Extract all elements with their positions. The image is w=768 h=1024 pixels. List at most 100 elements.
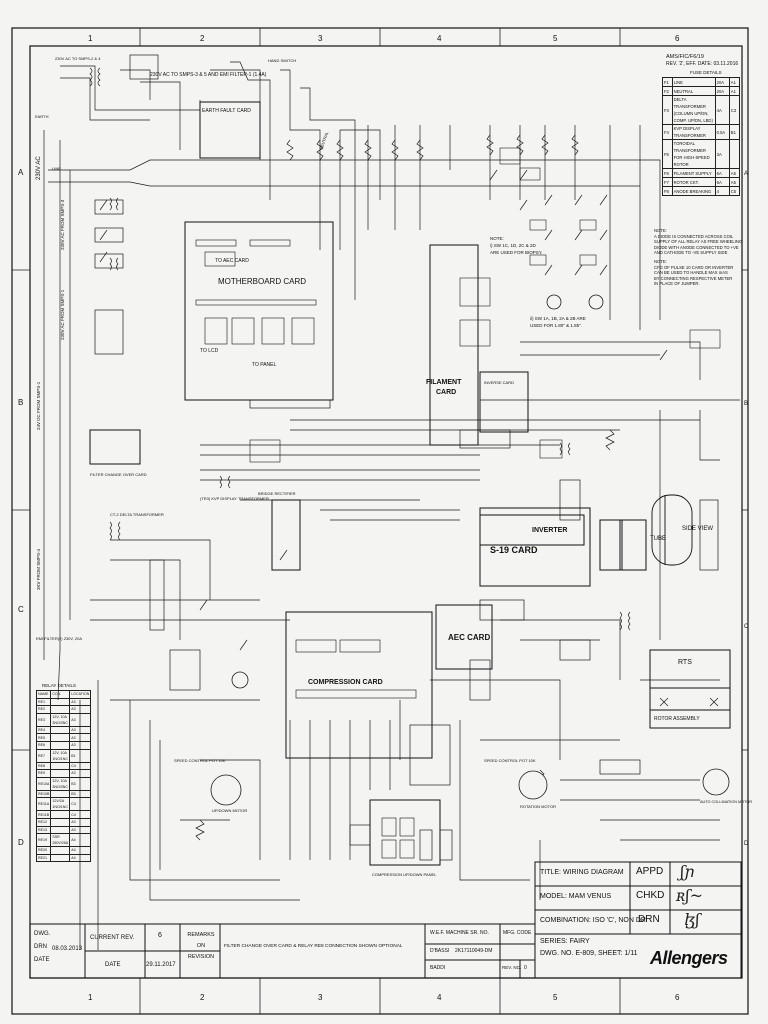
date-label: DATE — [105, 962, 121, 968]
rts-details — [659, 697, 719, 707]
rev-no-value: 0 — [524, 965, 527, 971]
block-labels: EARTH FAULT CARD TO AEC CARD MOTHERBOARD… — [90, 108, 752, 877]
relay-cell: A3 — [69, 697, 92, 707]
relay-cell — [50, 740, 71, 750]
current-rev-label: CURRENT REV. — [90, 935, 135, 941]
relay-cell: RE11A — [35, 797, 52, 812]
svg-text:i) SW 1C, 1D, 2C & 2D: i) SW 1C, 1D, 2C & 2D — [490, 243, 537, 248]
fuse-cell: KVP DISPLAY TRANSFORMER — [671, 124, 716, 140]
s19-label: S-19 CARD — [490, 545, 538, 555]
fuse-cell: LINE — [671, 77, 716, 87]
ht-block — [599, 519, 623, 571]
fuse-cell: F6 — [662, 168, 673, 178]
note-line: NOTE: — [654, 258, 667, 264]
inverse-card-box — [479, 371, 529, 433]
relay-cell: RE7 — [35, 748, 52, 763]
col-label-top: 2 — [200, 34, 205, 43]
side-view-label: SIDE VIEW — [682, 526, 713, 532]
relay-cell: C4 — [69, 810, 92, 819]
rev-eff-date: REV. '2', EFF. DATE: 03.11.2016 — [666, 61, 739, 67]
lamp-icon — [588, 294, 604, 310]
rts-block — [649, 649, 731, 711]
relay-cell: A3 — [69, 712, 92, 727]
relay-cell: A3 — [69, 733, 92, 742]
delta-label: CT-2 DELTA TRANSFORMER — [110, 512, 164, 517]
relay-cell — [50, 846, 71, 855]
note-line: SUPPLY OF ALL RELAY AS FREE WHEELING — [654, 239, 743, 245]
relay-cell: RE10B — [35, 789, 52, 799]
relay-cell: B3 — [69, 776, 92, 791]
relay-cell: A4 — [69, 833, 92, 848]
col-label-bottom: 2 — [200, 993, 205, 1002]
relay-cell — [50, 705, 71, 714]
rev-date: 29.11.2017 — [146, 962, 176, 968]
row-label-right: D — [744, 841, 749, 847]
appd-label: APPD — [636, 866, 664, 877]
wires — [43, 61, 740, 950]
signature-appd: ʃɲ — [680, 862, 695, 881]
col-label-top: 5 — [553, 34, 558, 43]
note-line: DIODE WITH ANODE CONNECTED TO +VE — [654, 244, 739, 250]
relay-cell — [50, 853, 71, 863]
relay-cell: RE12 — [35, 817, 52, 827]
svg-text:LINE: LINE — [52, 166, 61, 171]
svg-text:ARE USED FOR BIOPSY.: ARE USED FOR BIOPSY. — [490, 250, 542, 255]
rotation-motor-icon — [518, 770, 548, 800]
svg-text:NOTE:: NOTE: — [490, 236, 504, 241]
relay-cell: RE13 — [35, 825, 52, 835]
relay-cell: 12V, 10A 3NO/3NC — [50, 712, 71, 727]
relay-header-cell: COIL — [50, 690, 71, 699]
fuse-cell: A1 — [728, 86, 741, 96]
svg-text:NEUTRAL: NEUTRAL — [318, 130, 329, 150]
fuse-table-title: FUSE DETAILS — [690, 70, 722, 75]
drn-label: DRN — [638, 914, 660, 925]
motherboard-label: MOTHERBOARD CARD — [218, 277, 306, 286]
filament-card-box — [429, 244, 479, 446]
row-label-right: A — [744, 171, 748, 177]
relay-cell: RE20 — [35, 846, 52, 855]
fuse-cell: F2 — [662, 86, 673, 96]
fuse-cell: F1 — [662, 77, 673, 87]
col-label-bottom: 3 — [318, 993, 323, 1002]
svg-text:USED FOR 1.80" & 1.85".: USED FOR 1.80" & 1.85". — [530, 323, 582, 328]
compression-updown-panel — [369, 799, 441, 866]
relay-cell — [50, 817, 71, 827]
relay-cell: RE19 — [35, 833, 52, 848]
fuse-cell: TOROIDAL TRANSFORMER FOR HIGH-SPEED ROTO… — [671, 139, 716, 169]
relay-cell: RE5 — [35, 733, 52, 742]
relay-cell: RE2 — [35, 705, 52, 714]
dbassi-label: D'BASSI — [430, 948, 450, 954]
motherboard-card — [184, 221, 334, 401]
comp-panel-label: COMPRESSION UP/DOWN PANEL — [372, 872, 437, 877]
note-line: BY CONNECTING RESPECTIVE METER — [654, 275, 733, 281]
svg-text:3KV FROM SMPS-4: 3KV FROM SMPS-4 — [36, 548, 41, 590]
wef-label: W.E.F. MACHINE SR. NO. — [430, 930, 489, 936]
fuse-cell: ROTOR CKT. — [671, 177, 716, 187]
fuse-cell: 6A — [714, 168, 730, 178]
relay-cell: A4 — [69, 846, 92, 855]
speed1-label: SPEED CONTROL POT 10K — [174, 758, 226, 763]
relay-cell: A3 — [69, 740, 92, 750]
zone-labels: 1 2 3 4 5 6 1 2 3 4 5 6 A B C D A B C D — [18, 34, 749, 1002]
revision-remark: FILTER CHANGE OVER CARD & RELAY RE8 CONN… — [224, 944, 403, 949]
relay-cell: A3 — [69, 817, 92, 827]
col-label-top: 3 — [318, 34, 323, 43]
filament-label: FILAMENT — [426, 379, 462, 386]
row-label-right: C — [744, 624, 749, 630]
fuse-cell: NEUTRAL — [671, 86, 716, 96]
relay-cell — [50, 825, 71, 835]
rotor-assembly — [649, 687, 731, 729]
series-label: SERIES: FAIRY — [540, 938, 590, 945]
inverse-card-label: INVERSE CARD — [484, 380, 514, 385]
compression-connectors — [295, 639, 417, 859]
